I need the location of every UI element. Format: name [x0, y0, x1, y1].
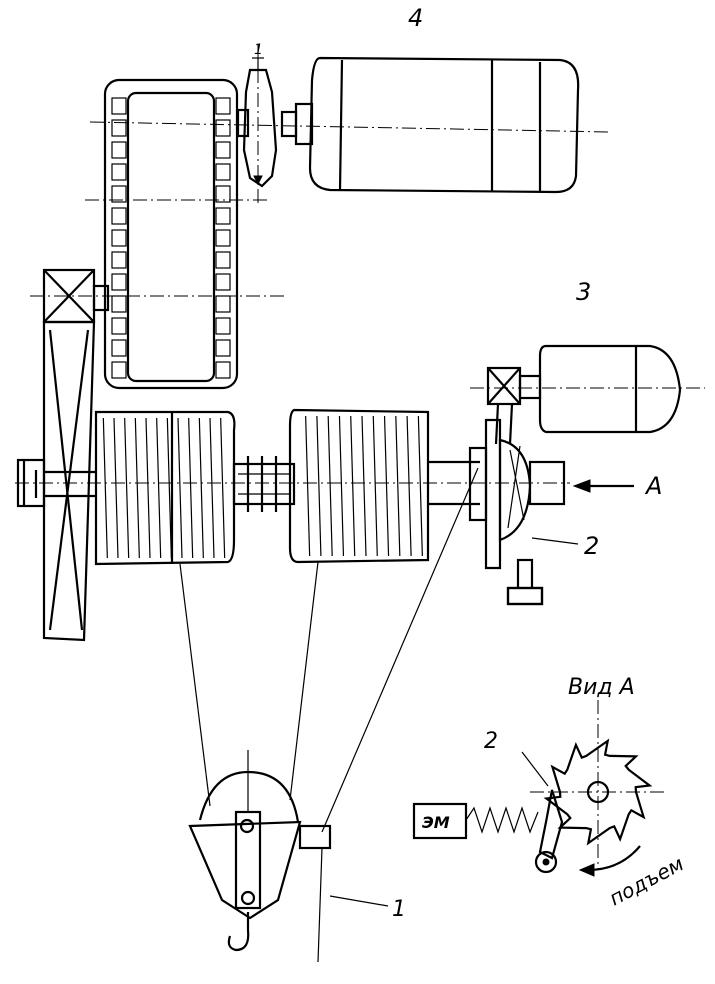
chain-drive [103, 78, 239, 390]
chain-link [111, 251, 127, 269]
drum-groove [383, 415, 390, 557]
chain-link [215, 361, 231, 379]
drum-groove [350, 415, 356, 557]
drum-groove [361, 415, 367, 557]
chain-link [215, 229, 231, 247]
hook-block [188, 750, 302, 952]
chain-link [215, 339, 231, 357]
drum-groove [395, 415, 401, 557]
drum-groove [406, 415, 412, 557]
chain-link [111, 185, 127, 203]
motor-main [280, 56, 580, 194]
chain-link [111, 295, 127, 313]
ropes [179, 467, 479, 963]
label-view-pawl: 2 [484, 729, 498, 754]
chain-link [111, 119, 127, 137]
view-arrow-a [572, 479, 634, 493]
label-view-arrow: A [644, 472, 662, 500]
drum-groove [134, 417, 140, 559]
drum-groove [327, 415, 333, 557]
motor-small [486, 344, 682, 445]
drum-groove [338, 415, 345, 557]
chain-link [111, 273, 127, 291]
chain-link [215, 119, 231, 137]
chain-link [111, 141, 127, 159]
drum-groove [209, 417, 215, 559]
drum-coupling [232, 456, 296, 512]
chain-links-right [215, 97, 231, 379]
drum-left [94, 410, 236, 566]
chain-link [215, 317, 231, 335]
drum-groove [113, 417, 119, 559]
drum-groove [145, 417, 151, 559]
chain-links-left [111, 97, 127, 379]
drum-groove [305, 415, 311, 557]
label-em: ЭМ [422, 813, 450, 832]
brake-assembly [468, 418, 566, 606]
label-top-small: 1 [254, 42, 263, 58]
chain-link [215, 163, 231, 181]
label-lift-direction: подъем [605, 851, 687, 910]
ratchet-wheel [543, 738, 653, 846]
label-rope: 1 [392, 897, 406, 922]
label-motor-main: 4 [408, 4, 423, 32]
chain-link [215, 251, 231, 269]
drum-groove [156, 417, 162, 559]
drum-groove [417, 415, 423, 557]
drum-groove [124, 417, 130, 559]
chain-link [215, 273, 231, 291]
view-a-detail [412, 738, 653, 877]
drum-groove [166, 417, 172, 559]
label-motor-small: 3 [576, 278, 591, 306]
chain-link [215, 295, 231, 313]
drum-groove [198, 417, 204, 559]
drum-groove [102, 417, 108, 559]
chain-link [111, 339, 127, 357]
chain-link [215, 97, 231, 115]
top-brake-disc [236, 57, 278, 188]
drum-shaft [44, 460, 480, 506]
chain-link [111, 361, 127, 379]
chain-link [215, 207, 231, 225]
drum-groove [177, 417, 183, 559]
ratchet-teeth [543, 738, 653, 846]
drum-groove [188, 417, 194, 559]
drum-groove [372, 415, 378, 557]
drum-groove [220, 417, 226, 559]
drum-right [288, 408, 430, 564]
label-brake: 2 [584, 532, 599, 560]
drum-groove [316, 415, 322, 557]
left-pulley [16, 268, 110, 642]
chain-link [215, 141, 231, 159]
chain-link [111, 97, 127, 115]
label-view-title: Вид А [568, 675, 635, 700]
chain-link [111, 229, 127, 247]
chain-link [215, 185, 231, 203]
center-lines [15, 45, 705, 870]
chain-link [111, 207, 127, 225]
chain-link [111, 317, 127, 335]
chain-link [111, 163, 127, 181]
